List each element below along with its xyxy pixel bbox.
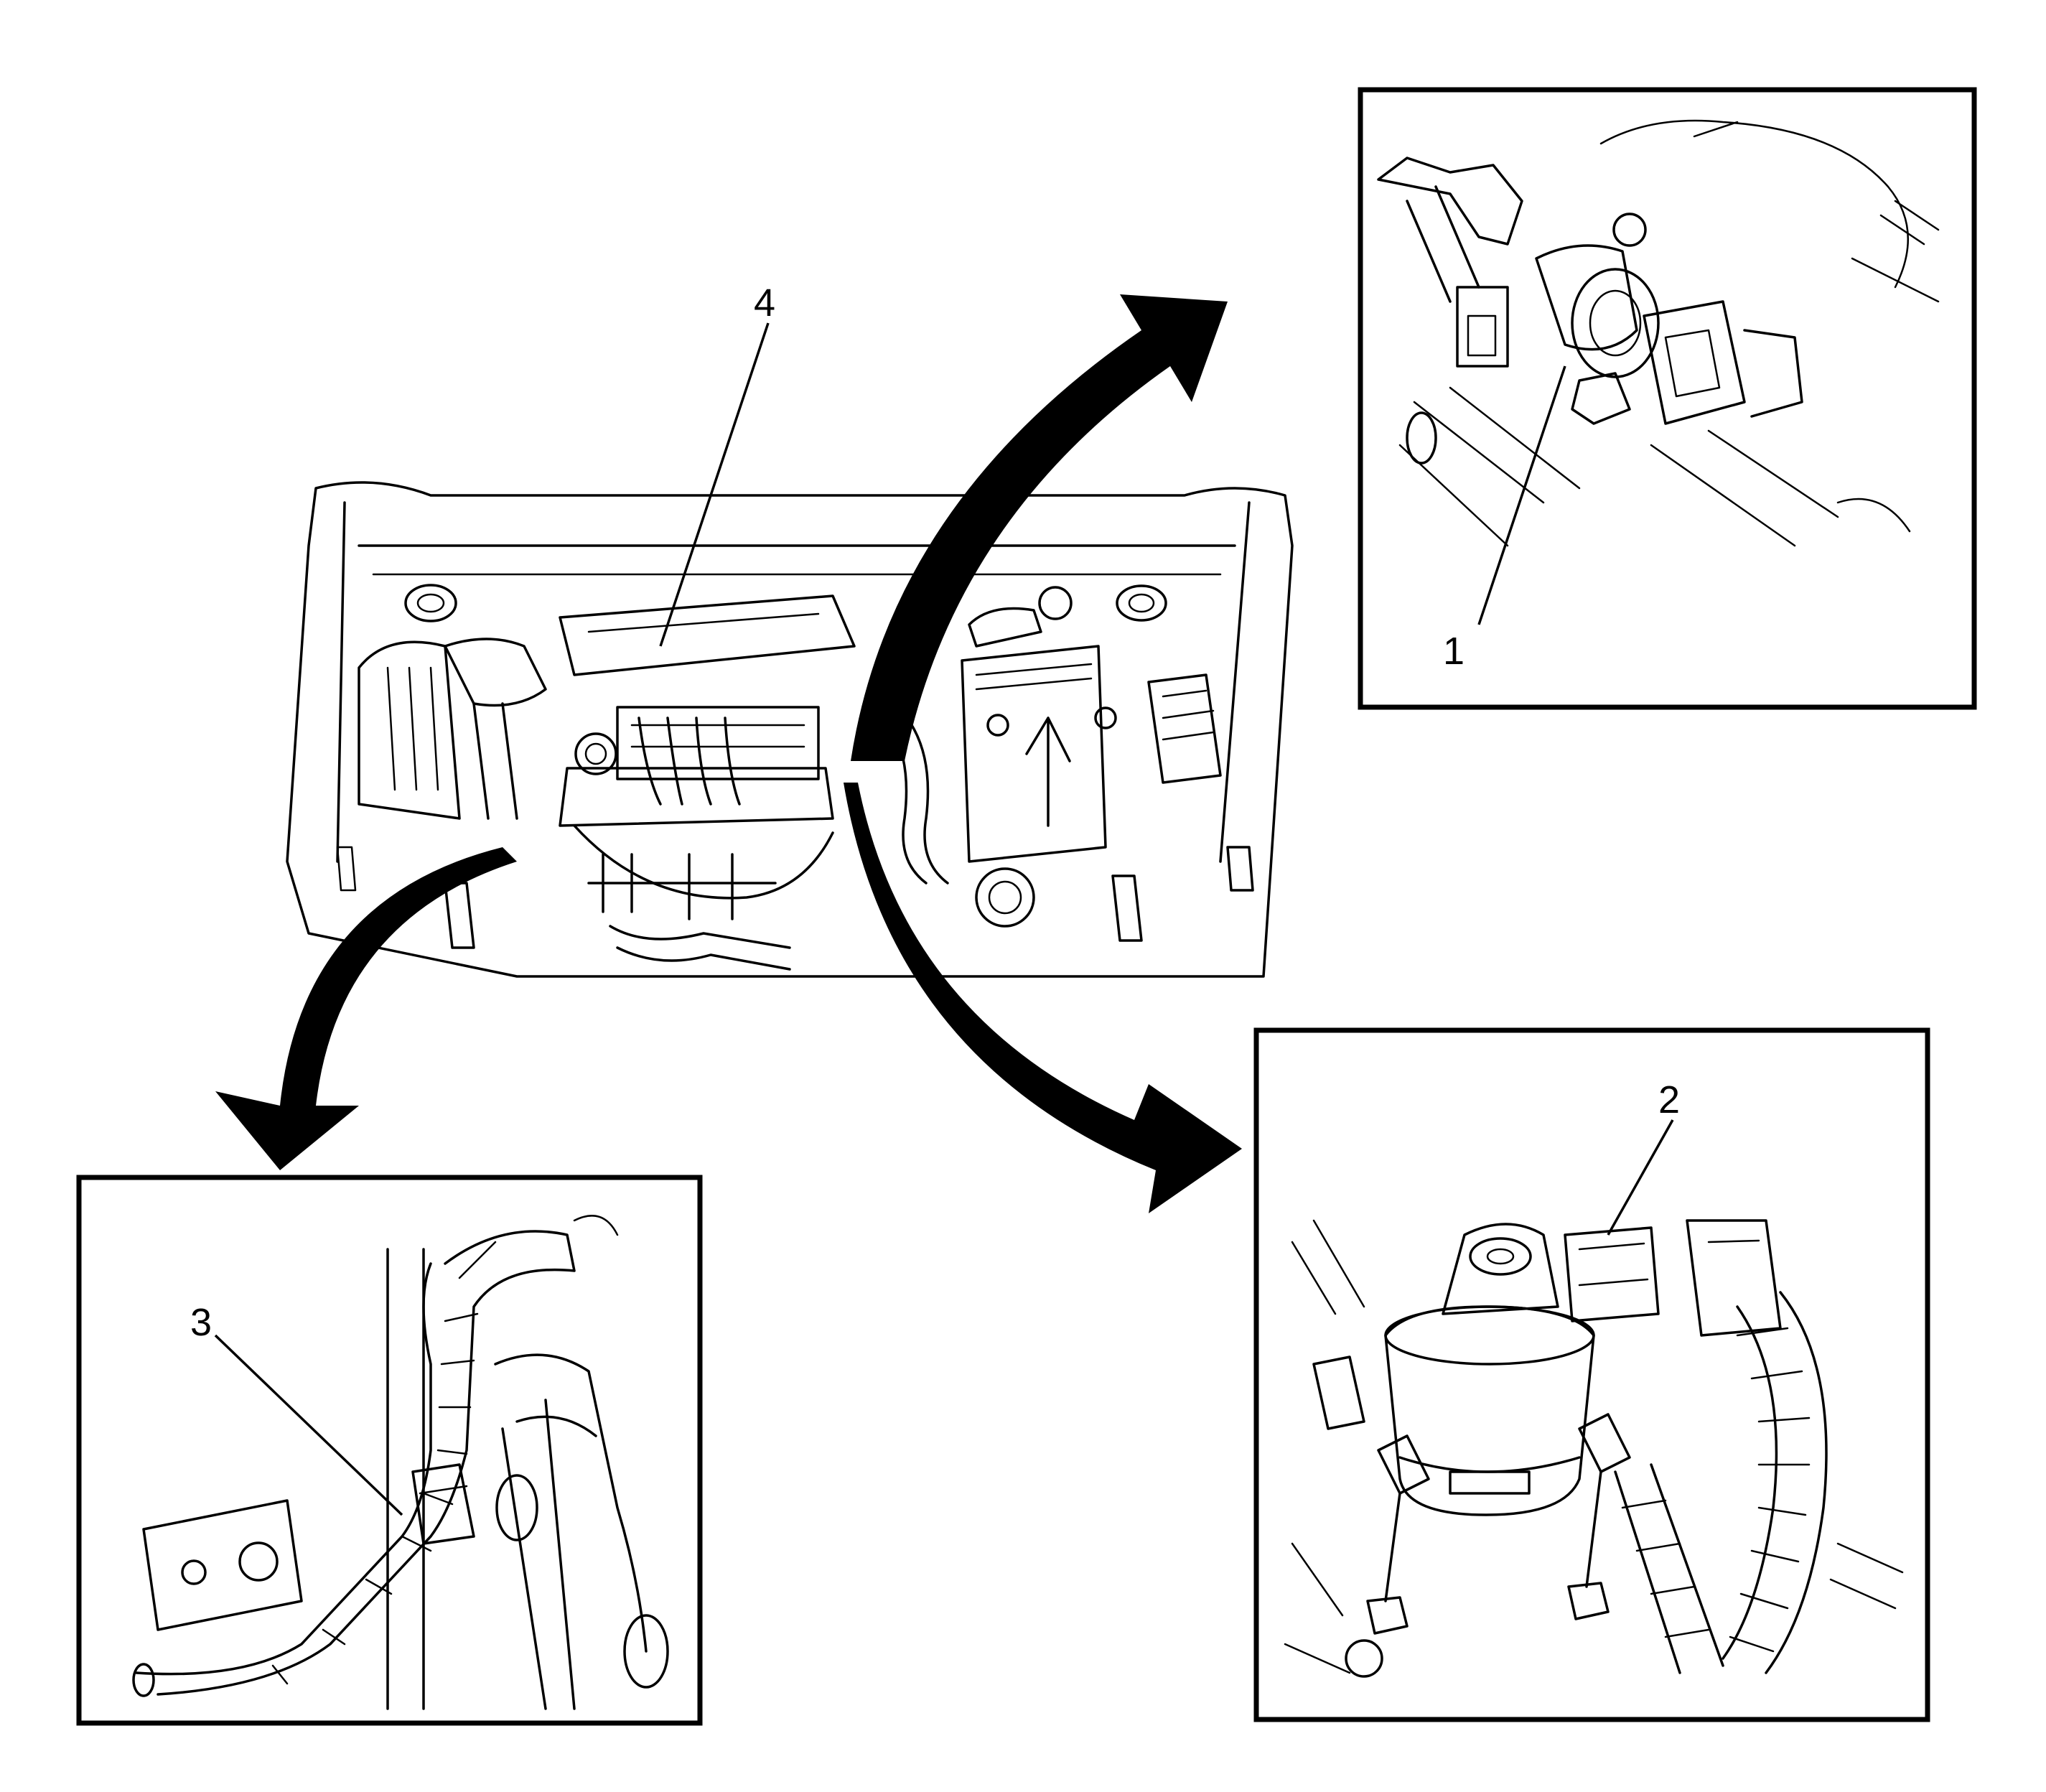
callout-3-label: 3 — [190, 1301, 212, 1344]
callout-1-label: 1 — [1443, 630, 1465, 673]
callout-2-label: 2 — [1658, 1078, 1680, 1121]
callout-4-label: 4 — [754, 281, 775, 325]
detail-panel-2: 2 — [1253, 1027, 1930, 1722]
arrow-to-detail-2 — [844, 783, 1242, 1213]
detail-panel-1: 1 — [1358, 87, 1977, 710]
engine-bay-overview — [286, 481, 1294, 978]
arrow-to-detail-1 — [851, 294, 1228, 761]
callout-4: 4 — [659, 281, 775, 647]
arrow-to-detail-3 — [215, 847, 517, 1170]
detail-panel-3: 3 — [76, 1175, 703, 1726]
